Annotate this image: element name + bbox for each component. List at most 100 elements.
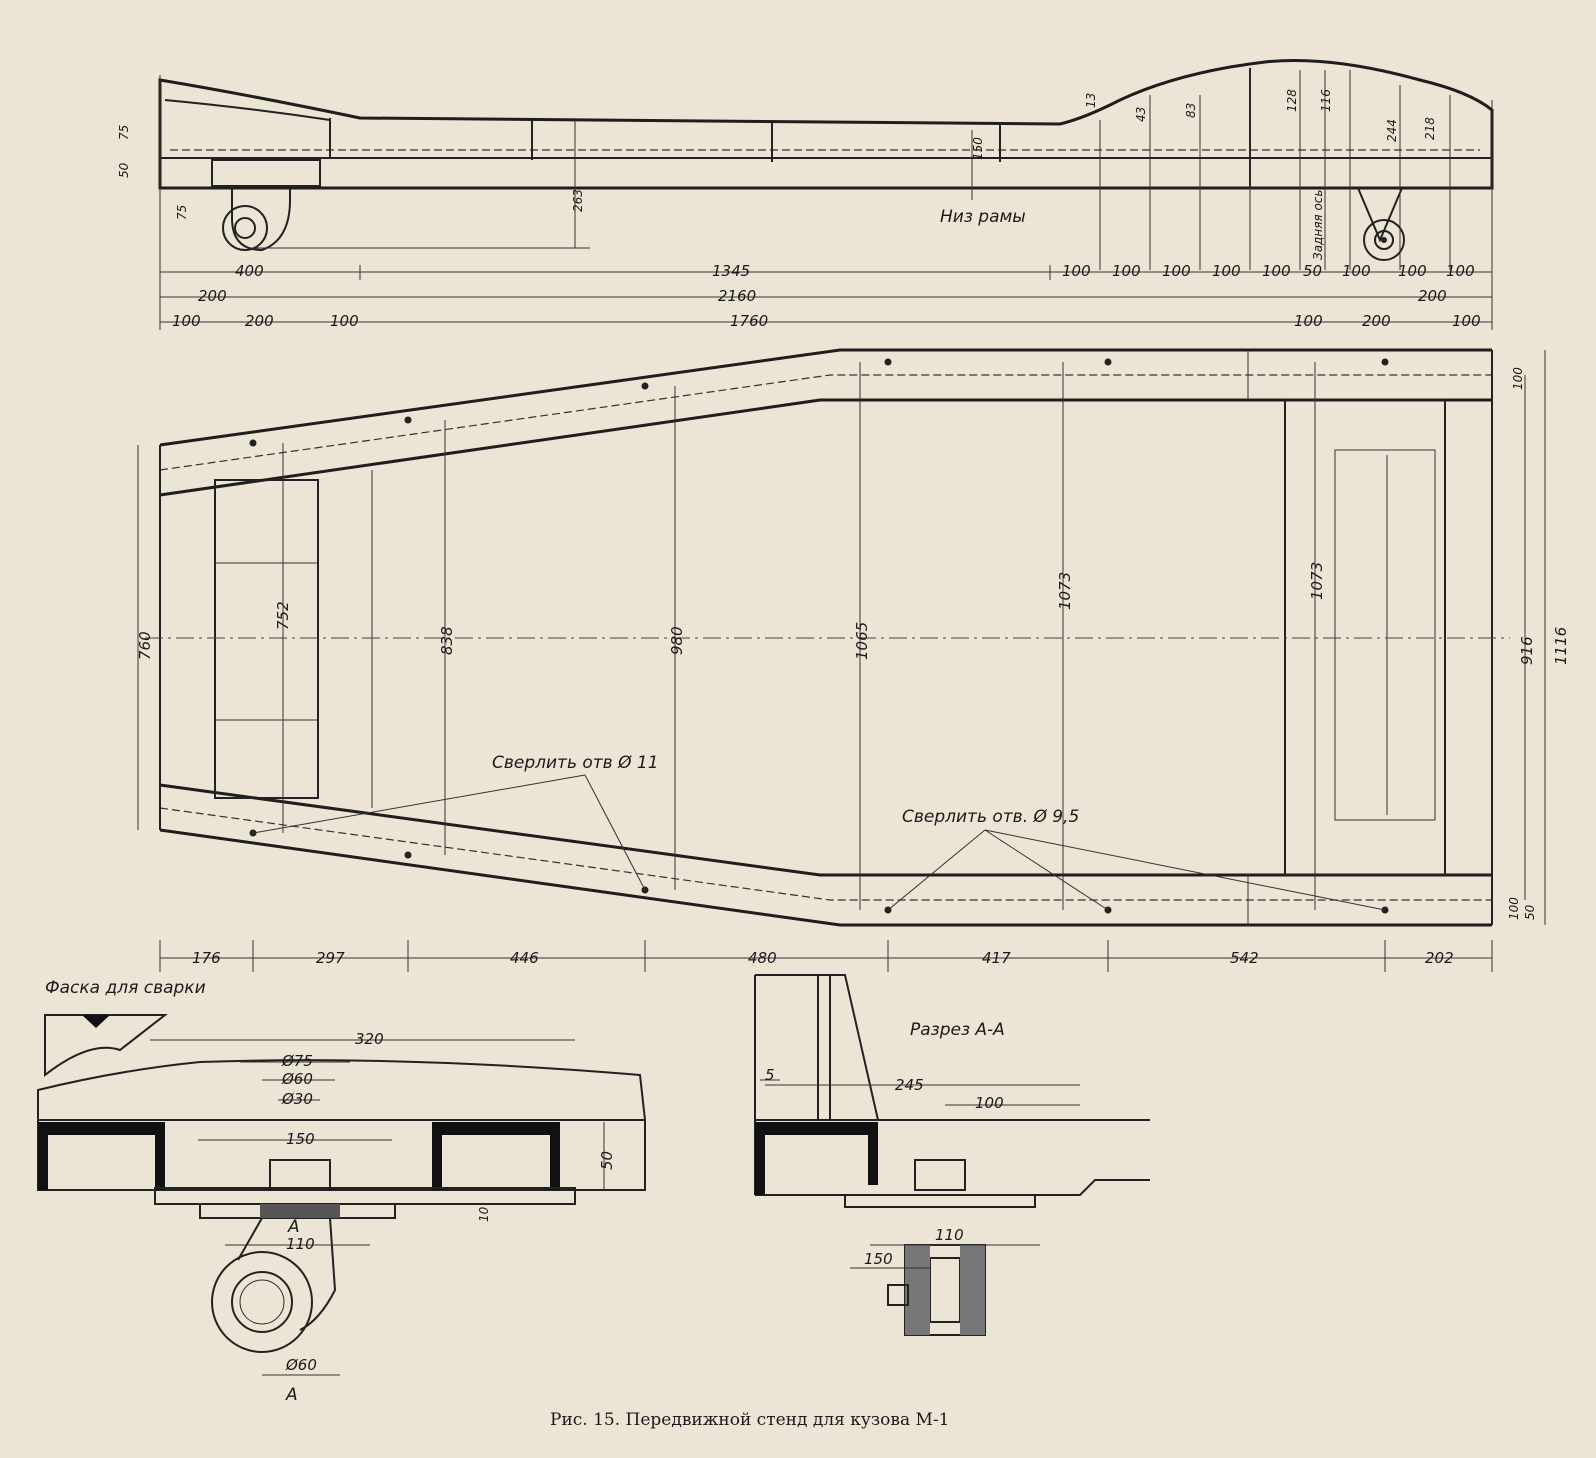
section-nut [914, 1159, 966, 1191]
dim-step-2: 100 [1112, 262, 1141, 280]
dim-980: 980 [668, 626, 686, 655]
dim-110-section: 110 [935, 1226, 964, 1244]
dim-150: 150 [971, 137, 985, 160]
dim-13: 13 [1084, 93, 1098, 108]
section-gusset [755, 974, 879, 1121]
front-caster-wheel [211, 159, 321, 252]
dim-1345: 1345 [712, 262, 750, 280]
dim-row3-5: 100 [1294, 312, 1323, 330]
leader-drill-11 [252, 774, 646, 891]
rear-caster-wheel [1357, 187, 1405, 261]
label-frame-bottom: Низ рамы [940, 207, 1026, 227]
caster-mount-detail: Фаска для сварки 320 Ø75 Ø60 Ø30 150 50 … [37, 978, 646, 1405]
rear-cross-member-inner [1334, 449, 1436, 821]
detail-dimension-lines [150, 1039, 605, 1376]
dim-row3-1: 100 [172, 312, 201, 330]
dim-200-left: 200 [198, 287, 227, 305]
dim-760: 760 [136, 631, 154, 660]
section-channel [755, 1122, 878, 1195]
dim-75-wheel: 75 [175, 205, 189, 220]
dim-50-bottom: 50 [1523, 904, 1537, 920]
dimension-extension-lines [159, 75, 1493, 330]
dim-50: 50 [117, 162, 131, 178]
rear-cross-member-details [1247, 350, 1388, 925]
label-weld-chamfer: Фаска для сварки [45, 978, 206, 998]
mount-nut [269, 1159, 331, 1191]
dim-1073-b: 1073 [1308, 562, 1326, 600]
right-channel [432, 1122, 560, 1190]
dim-400: 400 [235, 262, 264, 280]
side-front-taper [164, 99, 331, 121]
side-stiffeners [329, 68, 1251, 188]
dim-wheel-dia-60: Ø60 [285, 1356, 317, 1374]
dim-244: 244 [1385, 119, 1399, 142]
dim-202: 202 [1425, 949, 1454, 967]
dimension-row-lines [160, 271, 1492, 323]
plan-vertical-dimension-lines [137, 350, 1546, 925]
mount-bearing [260, 1204, 340, 1218]
drill-holes [249, 358, 1389, 914]
dim-row3-6: 200 [1362, 312, 1391, 330]
dim-83: 83 [1184, 103, 1198, 118]
lower-rail-inner [159, 783, 1492, 877]
dim-128: 128 [1285, 89, 1299, 112]
dim-row3-3: 100 [330, 312, 359, 330]
dim-320: 320 [355, 1030, 384, 1048]
side-frame-outline [158, 58, 1494, 190]
dim-480: 480 [748, 949, 777, 967]
dim-263: 263 [571, 189, 585, 212]
dim-417: 417 [982, 949, 1011, 967]
lower-rail-outer [159, 828, 1492, 927]
dim-step-7: 100 [1342, 262, 1371, 280]
front-cross-member [214, 479, 319, 799]
dim-dia-60: Ø60 [281, 1070, 313, 1088]
section-title: Разрез А-А [910, 1020, 1005, 1040]
dim-5: 5 [765, 1066, 775, 1084]
dim-row3-7: 100 [1452, 312, 1481, 330]
dim-row3-4: 1760 [730, 312, 768, 330]
section-mark-a-bottom: A [285, 1385, 298, 1405]
dim-100-bottom: 100 [1507, 897, 1521, 920]
section-bearing [929, 1257, 961, 1323]
dim-step-1: 100 [1062, 262, 1091, 280]
upper-rail-centerline [159, 374, 1492, 471]
dim-446: 446 [510, 949, 539, 967]
front-cross-member-details [215, 470, 373, 808]
weld-chamfer-triangle [82, 1015, 110, 1028]
dim-297: 297 [316, 949, 345, 967]
dim-2160: 2160 [718, 287, 756, 305]
dim-step-8: 100 [1398, 262, 1427, 280]
dim-110-detail: 110 [286, 1235, 315, 1253]
top-dimension-rows: 400 1345 100 100 100 100 100 50 100 100 … [159, 75, 1493, 330]
bottom-dimension-row: 176 297 446 480 417 542 202 [159, 940, 1493, 972]
wheel-bore [239, 1279, 285, 1325]
figure-caption: Рис. 15. Передвижной стенд для кузова М-… [550, 1410, 949, 1430]
dim-75: 75 [117, 125, 131, 140]
dim-1065: 1065 [853, 622, 871, 660]
dim-245: 245 [895, 1076, 924, 1094]
dim-838: 838 [438, 626, 456, 655]
dim-50-detail: 50 [598, 1151, 616, 1170]
dim-dia-75: Ø75 [281, 1052, 313, 1070]
dim-step-3: 100 [1162, 262, 1191, 280]
upper-rail-outer [159, 348, 1492, 447]
section-dimension-lines [760, 1079, 1080, 1269]
dim-1073-a: 1073 [1056, 572, 1074, 610]
left-channel [38, 1122, 165, 1190]
section-axle-nut [887, 1284, 909, 1306]
dim-218: 218 [1423, 117, 1437, 140]
dim-916: 916 [1518, 636, 1536, 665]
dim-step-5: 100 [1262, 262, 1291, 280]
lower-rail-centerline [159, 807, 1492, 901]
weld-chamfer-sketch [44, 1014, 168, 1078]
leader-drill-9-5 [887, 829, 1386, 911]
dim-150-section: 150 [864, 1250, 893, 1268]
body-section-top [37, 1059, 646, 1121]
label-rear-axle: Задняя ось [1311, 190, 1325, 260]
section-mark-a-top: A [287, 1217, 300, 1237]
dim-116: 116 [1319, 89, 1333, 112]
section-plate [844, 1194, 1036, 1208]
upper-rail-inner [159, 398, 1492, 497]
wheel-hub [231, 1271, 293, 1333]
